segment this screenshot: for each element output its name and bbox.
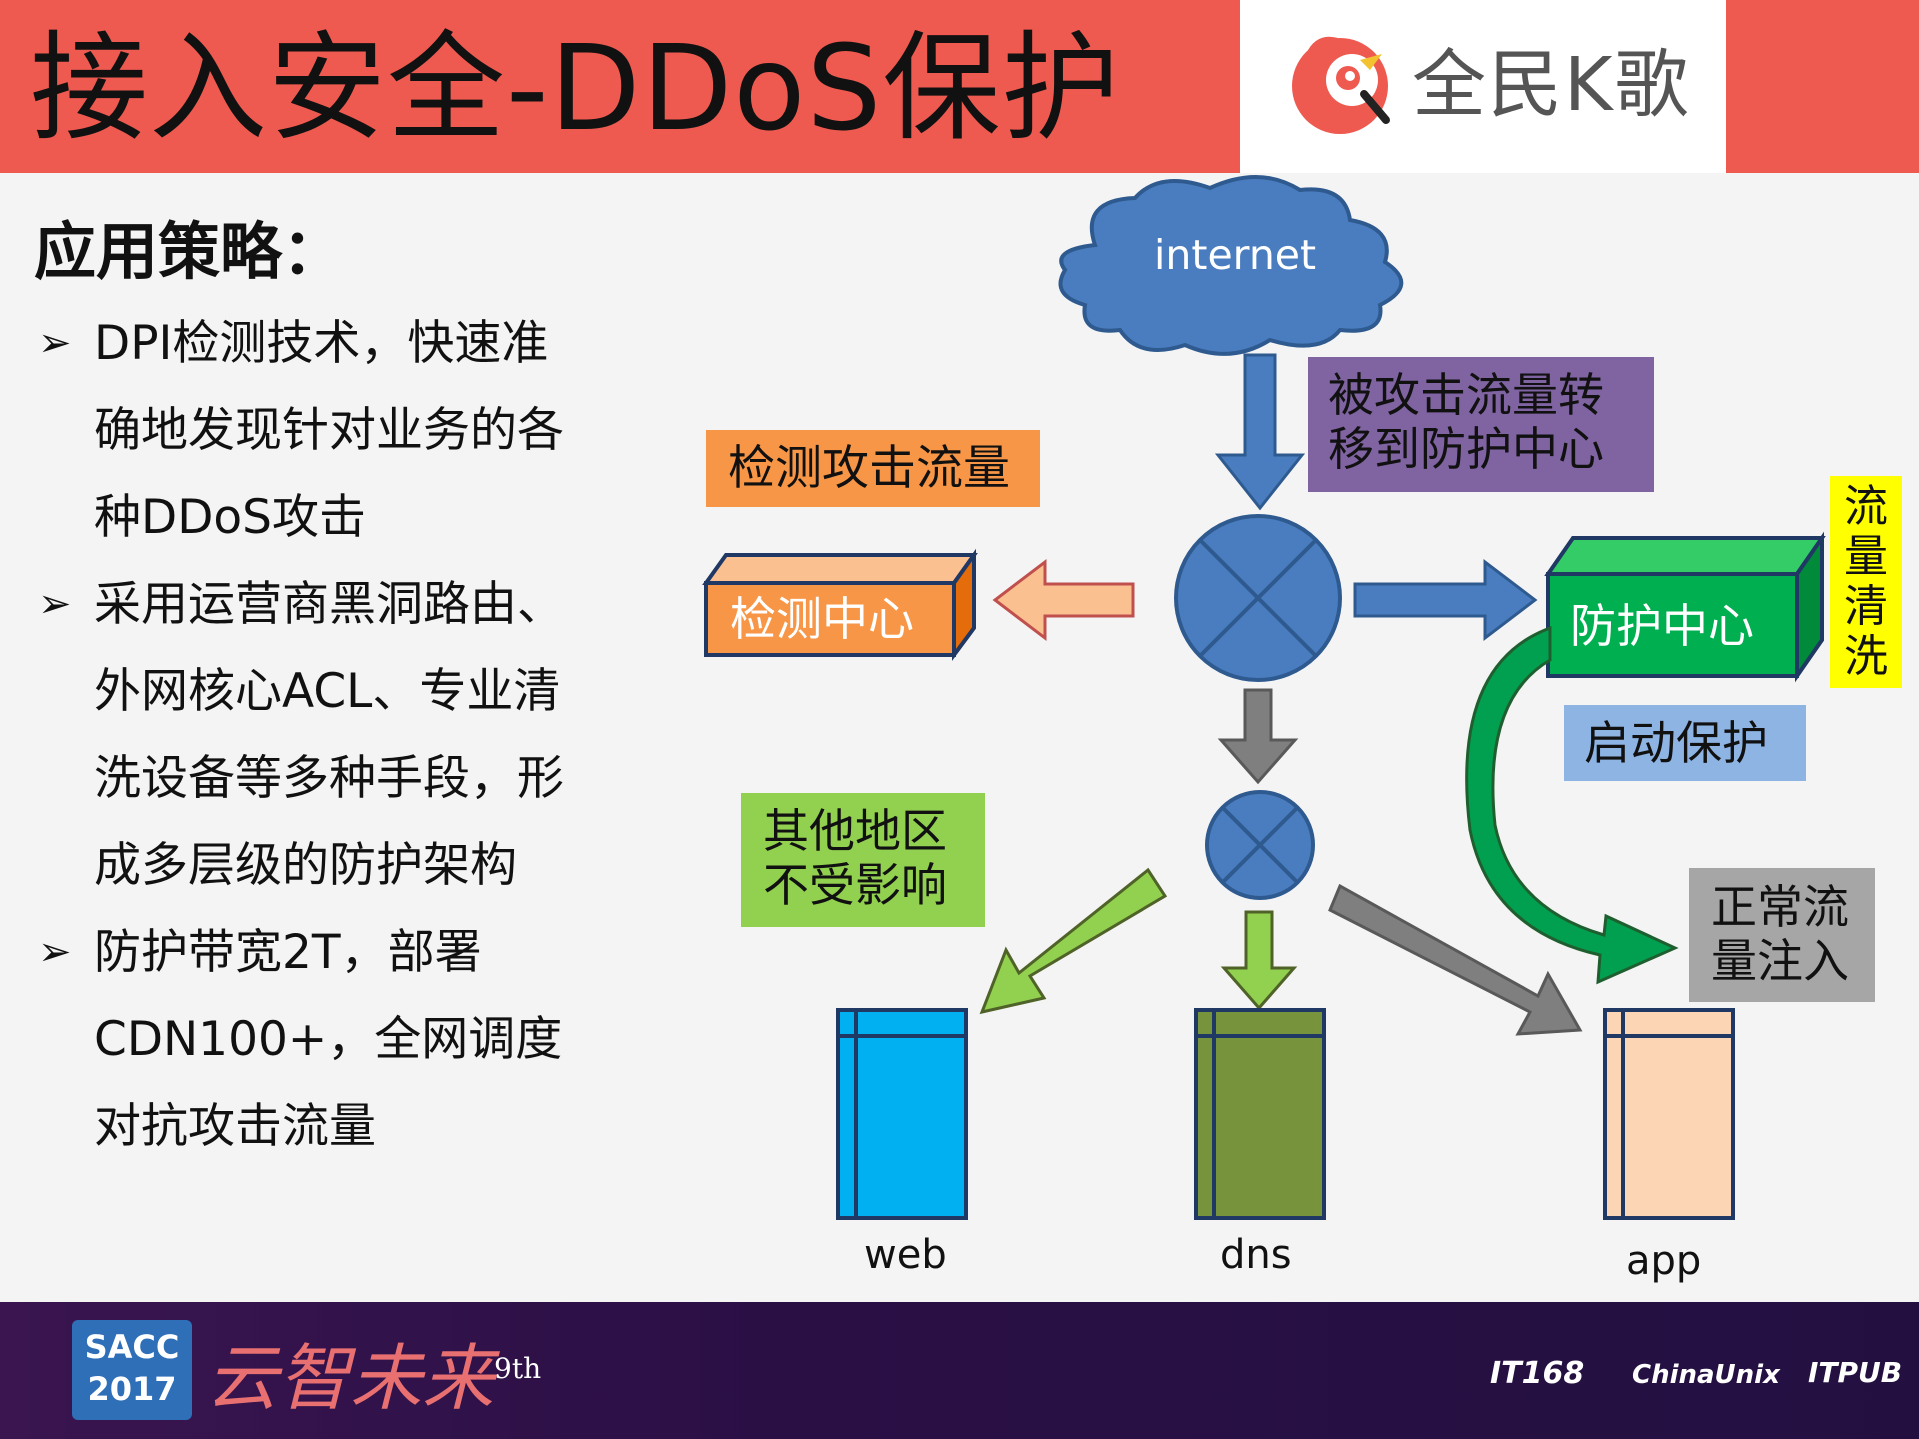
normal-inject-text-line: 正常流 bbox=[1711, 880, 1849, 934]
bullet-line: 种DDoS攻击 bbox=[94, 490, 366, 545]
divert-label: 被攻击流量转 移到防护中心 bbox=[1308, 357, 1654, 492]
internet-label: internet bbox=[1154, 231, 1317, 279]
bullet-line: DPI检测技术，快速准 bbox=[94, 316, 549, 371]
arrow-bullet-icon: ➢ bbox=[38, 320, 72, 366]
app-server bbox=[1603, 1008, 1735, 1220]
arrow-bullet-icon: ➢ bbox=[38, 581, 72, 627]
sacc-line: 2017 bbox=[87, 1370, 177, 1408]
arrow-left-peach bbox=[992, 558, 1135, 642]
arrow-right-blue bbox=[1353, 558, 1538, 642]
bullet-line: 防护带宽2T，部署 bbox=[94, 925, 482, 980]
divert-text-line: 移到防护中心 bbox=[1328, 422, 1604, 476]
detect-center-box bbox=[702, 548, 978, 662]
bullet-line: CDN100+，全网调度 bbox=[94, 1012, 563, 1067]
clean-label: 流量清洗 bbox=[1830, 476, 1902, 688]
detect-traffic-text: 检测攻击流量 bbox=[728, 441, 1010, 496]
logo: 全民K歌 bbox=[1240, 0, 1726, 173]
sponsor-it168-logo: IT168 bbox=[1490, 1356, 1585, 1391]
ddos-diagram bbox=[702, 175, 1826, 1220]
logo-text: 全民K歌 bbox=[1412, 42, 1691, 128]
sacc-logo: SACC 2017 bbox=[72, 1320, 192, 1420]
title-bar: 接入安全-DDoS保护 全民K歌 bbox=[0, 0, 1919, 173]
other-region-text-line: 不受影响 bbox=[763, 858, 947, 912]
other-region-text-line: 其他地区 bbox=[763, 804, 947, 858]
bullet-line: 成多层级的防护架构 bbox=[94, 838, 517, 893]
arrow-to-web bbox=[979, 867, 1168, 1015]
web-label: web bbox=[864, 1232, 947, 1278]
bullet-item: ➢ DPI检测技术，快速准 确地发现针对业务的各 种DDoS攻击 bbox=[34, 300, 594, 561]
normal-inject-label: 正常流 量注入 bbox=[1689, 868, 1875, 1002]
bullet-line: 采用运营商黑洞路由、 bbox=[94, 577, 564, 632]
app-label: app bbox=[1626, 1238, 1702, 1284]
bullet-list: ➢ DPI检测技术，快速准 确地发现针对业务的各 种DDoS攻击 ➢ 采用运营商… bbox=[34, 300, 594, 1170]
dns-server bbox=[1194, 1008, 1326, 1220]
sponsor-itpub-logo: ITPUB bbox=[1808, 1356, 1903, 1389]
arrow-clean-return bbox=[1465, 625, 1679, 985]
web-server bbox=[836, 1008, 968, 1220]
arrow-down-blue bbox=[1214, 353, 1306, 511]
bullet-line: 外网核心ACL、专业清 bbox=[94, 664, 561, 719]
divert-text-line: 被攻击流量转 bbox=[1328, 368, 1604, 422]
slogan-sup: 9th bbox=[494, 1352, 542, 1385]
router-node-secondary bbox=[1205, 790, 1315, 900]
start-protect-label: 启动保护 bbox=[1564, 705, 1806, 781]
bullet-item: ➢ 采用运营商黑洞路由、 外网核心ACL、专业清 洗设备等多种手段，形 成多层级… bbox=[34, 561, 594, 909]
bullet-line: 对抗攻击流量 bbox=[94, 1099, 376, 1154]
slogan: 云智未来9th bbox=[206, 1324, 541, 1423]
detect-traffic-label: 检测攻击流量 bbox=[706, 430, 1040, 507]
arrow-down-gray bbox=[1217, 688, 1299, 785]
subtitle: 应用策略： bbox=[34, 215, 345, 288]
arrow-to-dns bbox=[1220, 910, 1298, 1011]
slogan-text: 云智未来 bbox=[206, 1336, 495, 1420]
bullet-line: 确地发现针对业务的各 bbox=[94, 403, 564, 458]
other-region-label: 其他地区 不受影响 bbox=[741, 793, 985, 927]
karaoke-bird-icon bbox=[1292, 36, 1390, 134]
footer-bar: SACC 2017 云智未来9th IT168 ChinaUnix ITPUB bbox=[0, 1302, 1919, 1439]
internet-cloud bbox=[1058, 175, 1404, 356]
normal-inject-text-line: 量注入 bbox=[1711, 934, 1849, 988]
clean-text: 流量清洗 bbox=[1844, 481, 1888, 682]
arrow-to-app bbox=[1328, 883, 1583, 1036]
bullet-item: ➢ 防护带宽2T，部署 CDN100+，全网调度 对抗攻击流量 bbox=[34, 909, 594, 1170]
dns-label: dns bbox=[1220, 1232, 1292, 1278]
detect-center-label: 检测中心 bbox=[730, 592, 914, 646]
protect-center-box bbox=[1544, 531, 1826, 683]
sponsor-chinaunix-logo: ChinaUnix bbox=[1632, 1360, 1780, 1390]
sacc-line: SACC bbox=[84, 1328, 180, 1366]
protect-center-label: 防护中心 bbox=[1570, 599, 1754, 653]
arrow-bullet-icon: ➢ bbox=[38, 929, 72, 975]
page-title: 接入安全-DDoS保护 bbox=[30, 19, 1121, 157]
start-protect-text: 启动保护 bbox=[1584, 716, 1768, 770]
bullet-line: 洗设备等多种手段，形 bbox=[94, 751, 564, 806]
router-node-main bbox=[1174, 514, 1342, 682]
